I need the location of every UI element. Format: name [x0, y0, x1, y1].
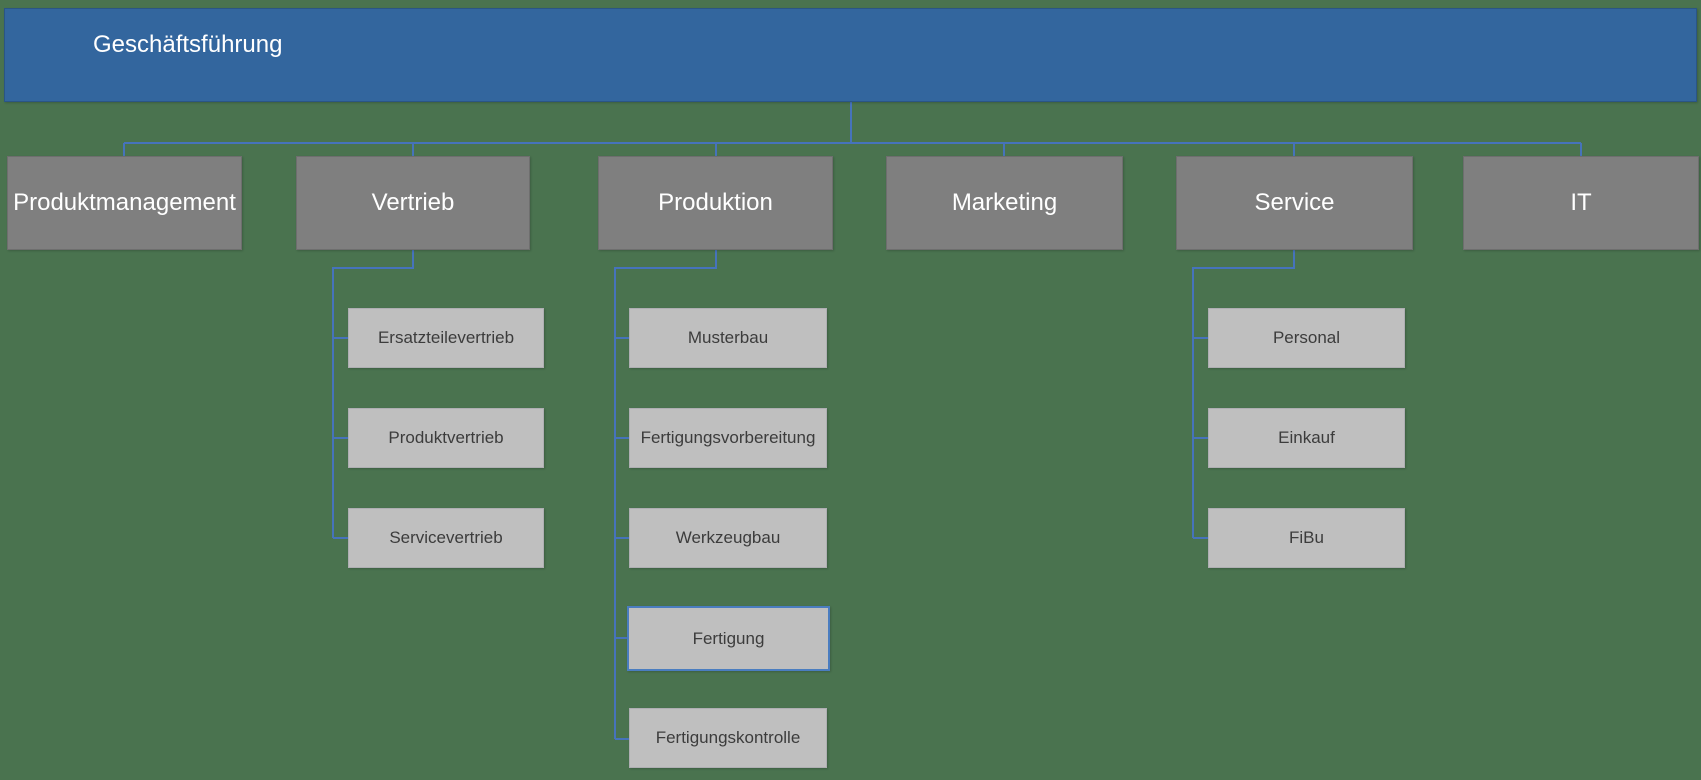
node-fibu[interactable]: FiBu [1208, 508, 1405, 568]
node-fertigungskontrolle[interactable]: Fertigungskontrolle [629, 708, 827, 768]
node-produktmanagement[interactable]: Produktmanagement [7, 156, 242, 250]
node-musterbau[interactable]: Musterbau [629, 308, 827, 368]
node-produktion[interactable]: Produktion [598, 156, 833, 250]
node-servicevertrieb[interactable]: Servicevertrieb [348, 508, 544, 568]
node-marketing[interactable]: Marketing [886, 156, 1123, 250]
node-vertrieb[interactable]: Vertrieb [296, 156, 530, 250]
node-werkzeugbau[interactable]: Werkzeugbau [629, 508, 827, 568]
node-fertigung-selected[interactable]: Fertigung [627, 606, 830, 671]
node-service[interactable]: Service [1176, 156, 1413, 250]
node-geschaeftsfuehrung[interactable]: Geschäftsführung [4, 8, 1697, 102]
node-produktvertrieb[interactable]: Produktvertrieb [348, 408, 544, 468]
node-ersatzteilevertrieb[interactable]: Ersatzteilevertrieb [348, 308, 544, 368]
node-fertigungsvorbereitung[interactable]: Fertigungsvorbereitung [629, 408, 827, 468]
node-it[interactable]: IT [1463, 156, 1699, 250]
node-einkauf[interactable]: Einkauf [1208, 408, 1405, 468]
node-personal[interactable]: Personal [1208, 308, 1405, 368]
